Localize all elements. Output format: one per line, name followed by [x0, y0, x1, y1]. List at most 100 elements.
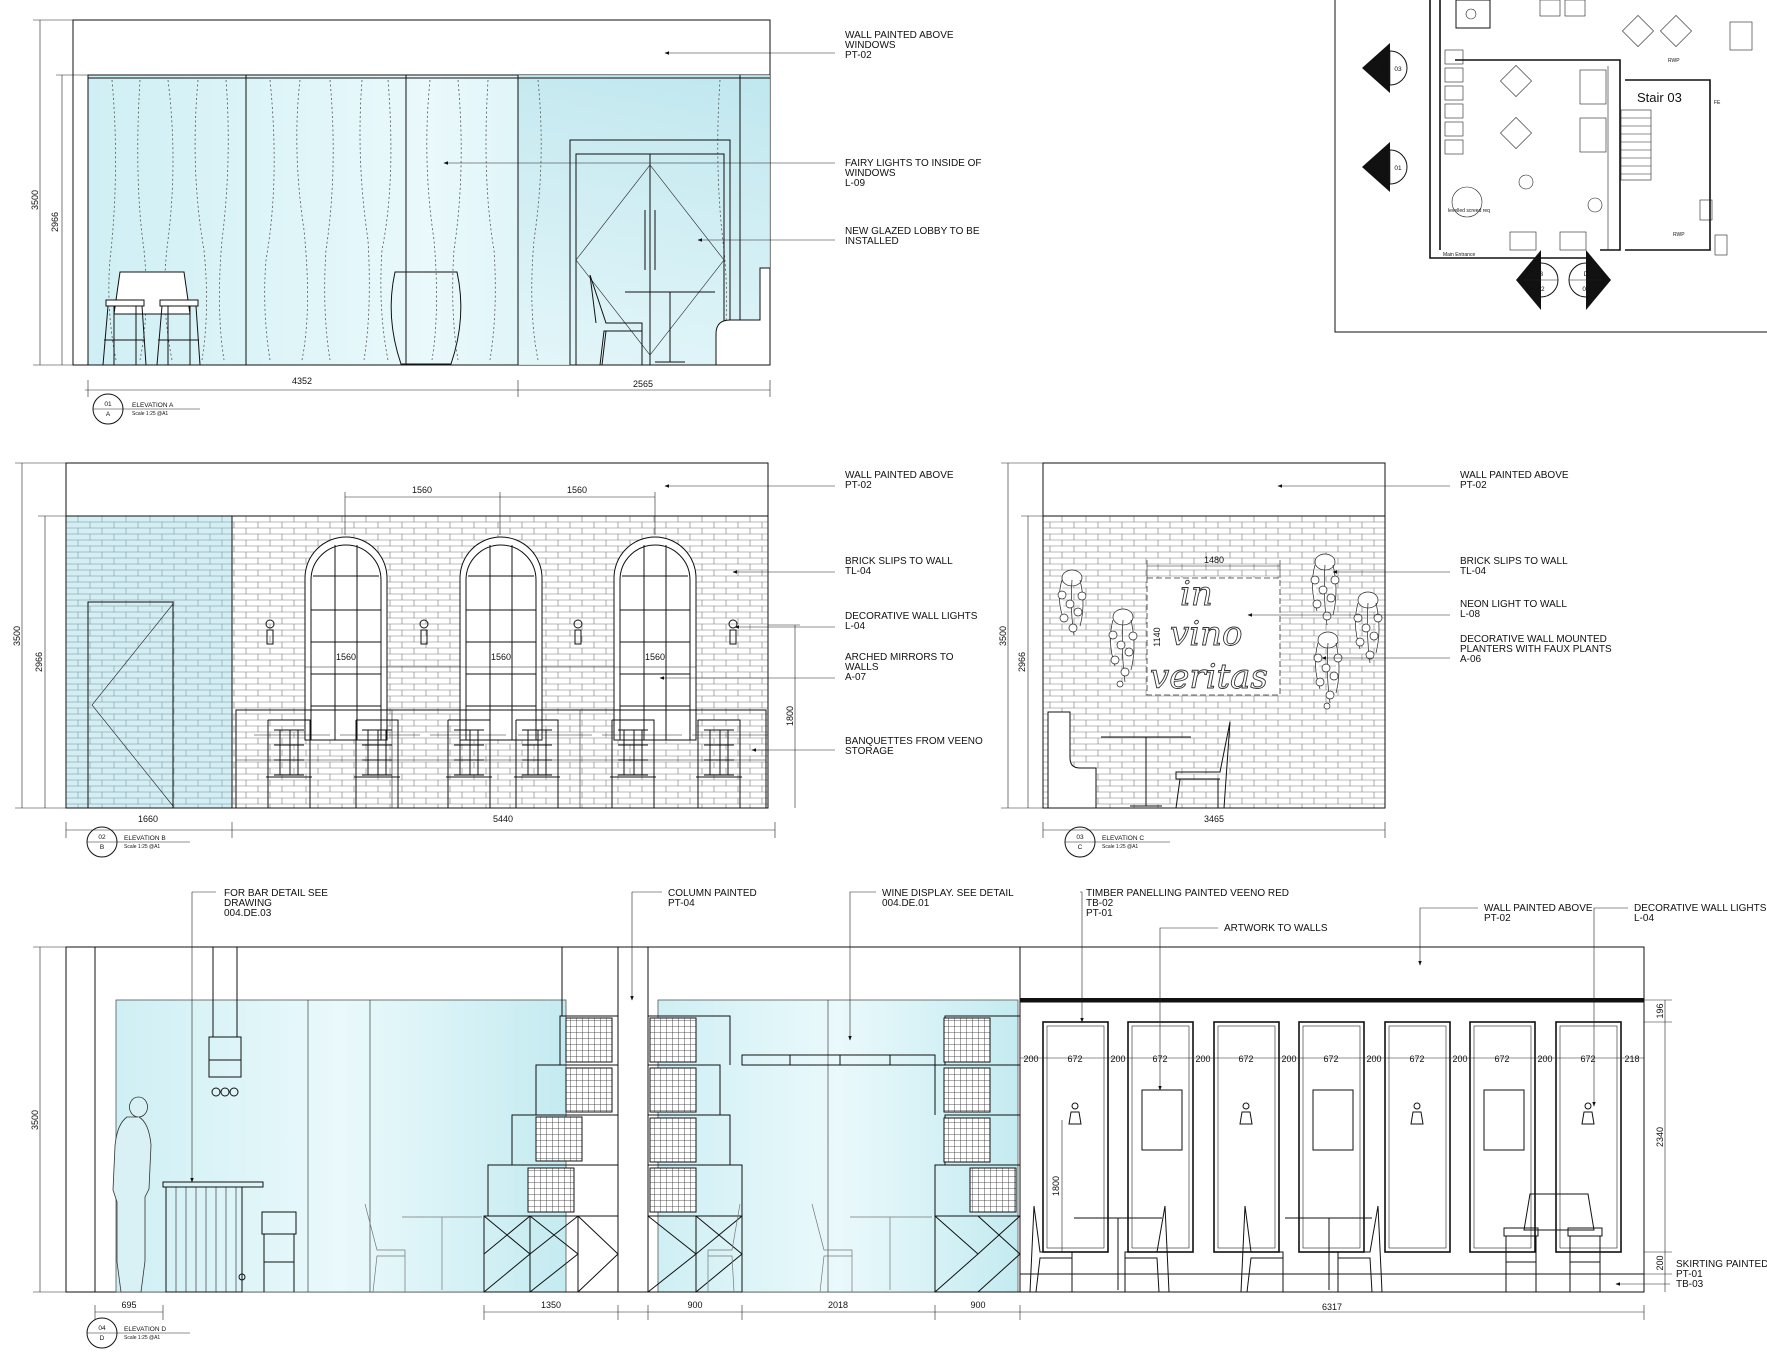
- svg-text:672: 672: [1580, 1054, 1595, 1064]
- dim-height-inner: 2966: [50, 212, 60, 232]
- svg-text:004.DE.03: 004.DE.03: [224, 908, 272, 919]
- dim-d-w-bar: 695: [121, 1300, 136, 1310]
- dim-b-span2: 1560: [567, 485, 587, 495]
- dim-b-mirror1: 1560: [336, 652, 356, 662]
- svg-text:PT-04: PT-04: [668, 898, 695, 909]
- dim-d-skirting: 200: [1655, 1255, 1665, 1270]
- svg-text:PT-01: PT-01: [1676, 1269, 1703, 1280]
- elevation-c-dims: [1001, 462, 1386, 838]
- svg-text:DRAWING: DRAWING: [224, 898, 272, 909]
- neon-line-1: in: [1180, 574, 1213, 614]
- svg-text:672: 672: [1067, 1054, 1082, 1064]
- main-entrance-label: Main Entrance: [1443, 252, 1475, 258]
- dim-c-width: 3465: [1204, 814, 1224, 824]
- chairs-elevation-b: [266, 719, 742, 808]
- elevation-d-title: 04 D ELEVATION D Scale 1:25 @A1: [86, 1317, 190, 1349]
- elevation-b-dims: [15, 462, 800, 838]
- screed-hatch: [1451, 186, 1483, 218]
- dim-d-height-total: 3500: [30, 1110, 40, 1130]
- dim-c-neon-h: 1140: [1152, 627, 1162, 646]
- marker-a: A 01: [1362, 142, 1408, 192]
- svg-text:WALL PAINTED ABOVE: WALL PAINTED ABOVE: [845, 30, 954, 41]
- rwp-label-2: RWP: [1673, 232, 1685, 238]
- svg-text:03: 03: [1076, 834, 1084, 841]
- dim-b-mirror2: 1560: [491, 652, 511, 662]
- svg-text:C: C: [1380, 66, 1385, 73]
- svg-text:TL-04: TL-04: [1460, 566, 1487, 577]
- elevation-c-notes: WALL PAINTED ABOVE PT-02 BRICK SLIPS TO …: [1247, 470, 1612, 665]
- stair-label: Stair 03: [1637, 90, 1682, 105]
- dim-d-w-col: 900: [687, 1300, 702, 1310]
- svg-text:200: 200: [1537, 1054, 1552, 1064]
- svg-text:PT-02: PT-02: [845, 480, 872, 491]
- svg-text:04: 04: [98, 1325, 106, 1332]
- elevation-a-lobby-glazing: [518, 75, 770, 365]
- svg-text:WINDOWS: WINDOWS: [845, 40, 896, 51]
- marker-b-d: B 02 D 04: [1516, 250, 1611, 310]
- svg-text:FAIRY LIGHTS TO INSIDE OF: FAIRY LIGHTS TO INSIDE OF: [845, 158, 982, 169]
- svg-text:DECORATIVE WALL MOUNTED: DECORATIVE WALL MOUNTED: [1460, 634, 1607, 645]
- svg-text:Scale 1:25 @A1: Scale 1:25 @A1: [124, 844, 160, 850]
- svg-text:D: D: [100, 1335, 105, 1342]
- dim-d-w-shelf: 1350: [541, 1300, 561, 1310]
- svg-text:FOR BAR DETAIL SEE: FOR BAR DETAIL SEE: [224, 888, 328, 899]
- svg-text:Scale 1:25 @A1: Scale 1:25 @A1: [1102, 844, 1138, 850]
- window-mullions: [88, 75, 770, 365]
- svg-text:218: 218: [1624, 1054, 1639, 1064]
- elevation-d-glazing-left: [115, 999, 567, 1293]
- dim-width-left: 4352: [292, 376, 312, 386]
- plant-3: [1310, 553, 1340, 626]
- dim-b-width-left: 1660: [138, 814, 158, 824]
- svg-text:D: D: [1584, 271, 1589, 278]
- bar-pendant: [208, 946, 242, 1097]
- svg-text:PT-01: PT-01: [1086, 908, 1113, 919]
- svg-text:TIMBER PANELLING PAINTED VEENO: TIMBER PANELLING PAINTED VEENO RED: [1086, 888, 1289, 899]
- elevation-a-notes: WALL PAINTED ABOVE WINDOWS PT-02 FAIRY L…: [443, 30, 982, 247]
- svg-text:200: 200: [1110, 1054, 1125, 1064]
- scale-figure: [112, 1096, 152, 1293]
- artwork: [1141, 1089, 1525, 1151]
- svg-text:A-07: A-07: [845, 672, 867, 683]
- dim-d-w-mid: 2018: [828, 1300, 848, 1310]
- dim-b-height-inner: 2966: [34, 652, 44, 672]
- svg-text:B: B: [100, 844, 104, 851]
- svg-text:01: 01: [1394, 165, 1402, 172]
- svg-text:PT-02: PT-02: [845, 50, 872, 61]
- timber-panelling: [1019, 998, 1645, 1293]
- door: [87, 601, 174, 809]
- elevation-c: in vino veritas: [998, 462, 1612, 858]
- svg-text:WINE DISPLAY. SEE DETAIL: WINE DISPLAY. SEE DETAIL: [882, 888, 1014, 899]
- wine-display-right: [647, 1015, 1021, 1293]
- column: [617, 946, 649, 1293]
- svg-text:NEW GLAZED LOBBY TO BE: NEW GLAZED LOBBY TO BE: [845, 226, 980, 237]
- dim-c-height-inner: 2966: [1017, 652, 1027, 672]
- svg-text:PLANTERS WITH FAUX PLANTS: PLANTERS WITH FAUX PLANTS: [1460, 644, 1612, 655]
- svg-text:DECORATIVE WALL LIGHTS: DECORATIVE WALL LIGHTS: [1634, 903, 1767, 914]
- planter: [390, 271, 462, 365]
- svg-text:04: 04: [1582, 286, 1590, 293]
- elevation-c-furniture: [1047, 711, 1231, 809]
- svg-text:672: 672: [1323, 1054, 1338, 1064]
- teal-brick-panel: [65, 515, 233, 809]
- svg-text:Scale 1:25 @A1: Scale 1:25 @A1: [124, 1335, 160, 1341]
- svg-text:A: A: [106, 411, 111, 418]
- svg-text:STORAGE: STORAGE: [845, 746, 894, 757]
- decorative-wall-lights: [265, 619, 738, 645]
- svg-text:B: B: [1539, 271, 1543, 278]
- glazed-zone-furniture: [364, 1203, 932, 1293]
- svg-text:ELEVATION C: ELEVATION C: [1102, 835, 1144, 842]
- svg-text:02: 02: [1537, 286, 1545, 293]
- svg-text:WINDOWS: WINDOWS: [845, 168, 896, 179]
- elevation-b-title: 02 B ELEVATION B Scale 1:25 @A1: [86, 826, 190, 858]
- stair: [1620, 109, 1652, 181]
- lobby-chair-table: [589, 267, 771, 366]
- svg-text:Scale 1:25 @A1: Scale 1:25 @A1: [132, 411, 168, 417]
- svg-text:WALL PAINTED ABOVE: WALL PAINTED ABOVE: [1460, 470, 1569, 481]
- elevation-a-dims: [33, 19, 771, 397]
- faux-plants: [1057, 553, 1383, 710]
- elevation-d: 3500 200 672 200 672 200 672 200 672 200…: [30, 888, 1767, 1349]
- elevation-a: 3500 2966 4352 2565 01 A ELEVATION A Sca…: [30, 19, 982, 425]
- svg-text:L-04: L-04: [1634, 913, 1654, 924]
- svg-text:SKIRTING PAINTED: SKIRTING PAINTED: [1676, 1259, 1767, 1270]
- neon-sign: in vino veritas: [1146, 574, 1281, 697]
